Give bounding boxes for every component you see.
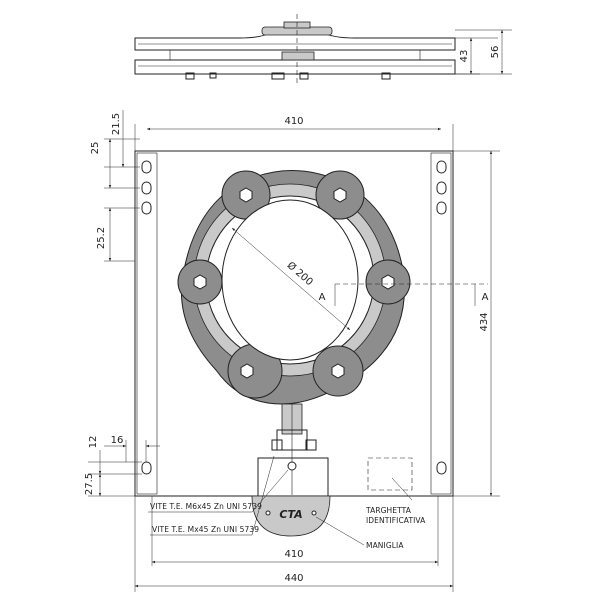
- mounting-slots: [141, 160, 447, 475]
- dim-43: 43: [459, 50, 470, 63]
- callouts: VITE T.E. M6x45 Zn UNI 5739 VITE T.E. Mx…: [148, 455, 426, 550]
- section-label-right: A: [482, 292, 489, 303]
- dim-27-5: 27.5: [84, 473, 95, 495]
- label-handle: MANIGLIA: [366, 541, 404, 550]
- dim-25: 25: [90, 142, 101, 155]
- dim-12: 12: [88, 436, 99, 449]
- left-hole-dimensions: 21.5 25 25.2 12 16 27.5: [84, 110, 160, 497]
- dim-410-bottom: 410: [284, 549, 303, 560]
- side-height-dimensions: 43 56: [455, 29, 512, 75]
- dim-410-top: 410: [284, 116, 303, 127]
- dim-21-5: 21.5: [111, 113, 122, 135]
- dim-25-2: 25.2: [96, 227, 107, 249]
- dim-56: 56: [490, 46, 501, 59]
- height-dimension: 434: [453, 150, 500, 497]
- label-id-plate-1: TARGHETTA: [365, 506, 412, 515]
- side-view: [134, 14, 456, 86]
- bottom-width-dimensions: 410 440: [134, 496, 454, 592]
- dim-434: 434: [479, 312, 490, 331]
- label-id-plate-2: IDENTIFICATIVA: [366, 516, 426, 525]
- label-screw-mx: VITE T.E. Mx45 Zn UNI 5739: [152, 525, 259, 534]
- dim-440-bottom: 440: [284, 573, 303, 584]
- swivel-ring: [177, 170, 411, 405]
- section-label-left: A: [319, 292, 326, 303]
- dim-16: 16: [111, 435, 124, 446]
- handle-logo: CTA: [279, 508, 302, 521]
- handle-mechanism: CTA: [251, 403, 331, 537]
- label-screw-m6: VITE T.E. M6x45 Zn UNI 5739: [150, 502, 262, 511]
- section-line: A A: [319, 283, 489, 306]
- id-plate: [367, 457, 413, 491]
- top-width-dimension: 410: [134, 116, 454, 151]
